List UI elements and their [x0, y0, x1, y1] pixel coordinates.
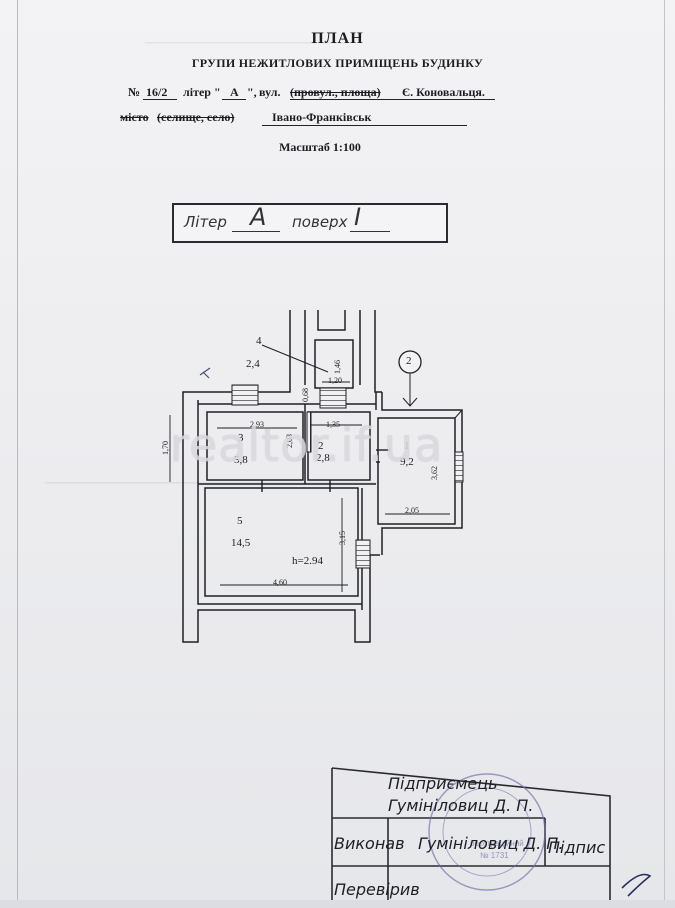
dim-1-20: 1,20 [328, 376, 342, 385]
room-4-number: 4 [256, 335, 262, 347]
city-value: Івано-Франківськ [272, 110, 372, 124]
dim-2-93: 2,93 [250, 420, 264, 429]
underline [262, 125, 467, 126]
room-1-number: 1 [404, 440, 410, 452]
entrepreneur-name: Гумініловиц Д. П. [388, 796, 534, 815]
entrepreneur-label: Підприємець [388, 774, 498, 793]
dim-4-60: 4,60 [273, 578, 287, 587]
dim-1-35: 1,35 [326, 420, 340, 429]
number-label: № [128, 85, 141, 99]
page-title: ПЛАН [311, 30, 364, 47]
axis-marker-label: 2 [406, 355, 412, 367]
liter-label: літер " [183, 85, 221, 99]
page-subtitle: ГРУПИ НЕЖИТЛОВИХ ПРИМІЩЕНЬ БУДИНКУ [191, 56, 484, 70]
checked-label: Перевірив [334, 880, 420, 899]
floor-box-value: I [354, 203, 362, 231]
underline [290, 99, 495, 100]
scale-label: Масштаб 1:100 [279, 140, 361, 154]
room-3-number: 3 [238, 432, 244, 444]
floor-box-label: поверх [292, 213, 348, 231]
show-through: ───────────────────────────── [145, 38, 351, 49]
signature-label: Підпис [548, 838, 606, 857]
city-struck: (селище, село) [157, 110, 235, 124]
room-2-area: 2,8 [316, 452, 330, 464]
room-5-number: 5 [237, 515, 243, 527]
performed-label: Виконав [334, 834, 405, 853]
underline [222, 99, 246, 100]
liter-box-label: Літер [184, 213, 227, 231]
svg-text:№ 1731: № 1731 [480, 851, 509, 860]
street-label: вул. [259, 85, 281, 99]
city-label: місто [120, 110, 149, 124]
street-value: Є. Коновальця. [402, 85, 485, 99]
dim-2-05: 2,05 [405, 506, 419, 515]
street-struck: (провул., площа) [290, 85, 381, 99]
room-3-area: 5,8 [234, 454, 248, 466]
room-5-area: 14,5 [231, 537, 251, 549]
margin-line-right [664, 0, 665, 900]
number-value: 16/2 [146, 85, 168, 99]
performed-name: Гумініловиц Д. П. [418, 834, 564, 853]
margin-line [17, 0, 18, 900]
title-block: Підприємець Гумініловиц Д. П. Виконав Гу… [330, 768, 608, 908]
underline [143, 99, 177, 100]
room-2-number: 2 [318, 440, 324, 452]
liter-value: А [230, 85, 239, 99]
room-1-area: 9,2 [400, 456, 414, 468]
liter-floor-box: Літер А поверх I [172, 203, 448, 243]
liter-box-value: А [250, 203, 267, 231]
room-4-area: 2,4 [246, 358, 260, 370]
svg-text:реєстраційний: реєстраційний [470, 839, 524, 848]
liter-close: ", [247, 85, 257, 99]
ceiling-height: h=2.94 [292, 555, 323, 567]
watermark: realtor.if.ua [170, 418, 444, 472]
